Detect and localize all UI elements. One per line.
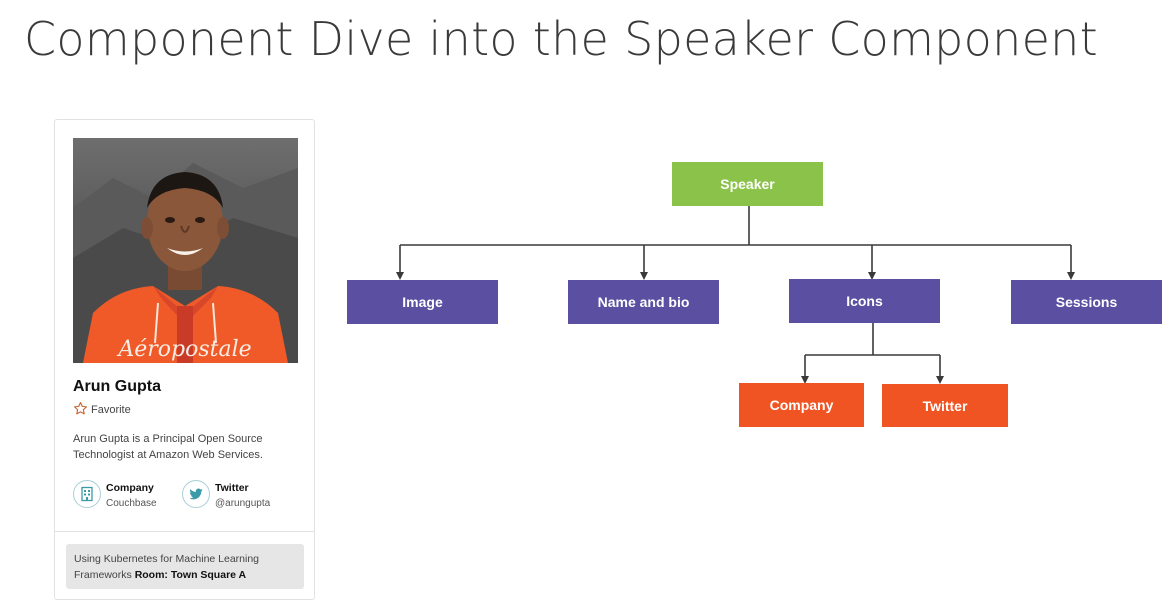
slide-title: Component Dive into the Speaker Componen…: [24, 12, 1098, 66]
node-speaker: Speaker: [672, 162, 823, 206]
speaker-name: Arun Gupta: [73, 378, 161, 395]
speaker-photo-image: Aéropostale: [73, 138, 298, 363]
star-icon: [73, 401, 88, 419]
card-divider: [55, 531, 314, 532]
node-sessions: Sessions: [1011, 280, 1162, 324]
speaker-photo: Aéropostale: [73, 138, 298, 363]
company-label: Company: [106, 482, 154, 494]
node-icons: Icons: [789, 279, 940, 323]
session-title: Using Kubernetes for Machine Learning Fr…: [74, 553, 260, 581]
session-room: Room: Town Square A: [134, 569, 247, 581]
twitter-handle: @arungupta: [215, 498, 271, 509]
node-image: Image: [347, 280, 498, 324]
company-value: Couchbase: [106, 498, 157, 509]
svg-text:Aéropostale: Aéropostale: [116, 337, 251, 362]
favorite-label: Favorite: [91, 404, 131, 416]
node-name-and-bio: Name and bio: [568, 280, 719, 324]
favorite-toggle[interactable]: Favorite: [73, 401, 131, 419]
speaker-bio: Arun Gupta is a Principal Open Source Te…: [73, 433, 263, 461]
node-company: Company: [739, 383, 864, 427]
node-twitter: Twitter: [882, 384, 1008, 427]
twitter-info[interactable]: Twitter @arungupta: [182, 480, 270, 511]
building-icon: [73, 480, 101, 508]
twitter-icon: [182, 480, 210, 508]
speaker-card: Aéropostale Arun Gupta Favorite Arun Gup…: [54, 119, 315, 600]
company-info: Company Couchbase: [73, 480, 157, 511]
twitter-label: Twitter: [215, 482, 249, 494]
session-item[interactable]: Using Kubernetes for Machine Learning Fr…: [66, 544, 304, 589]
